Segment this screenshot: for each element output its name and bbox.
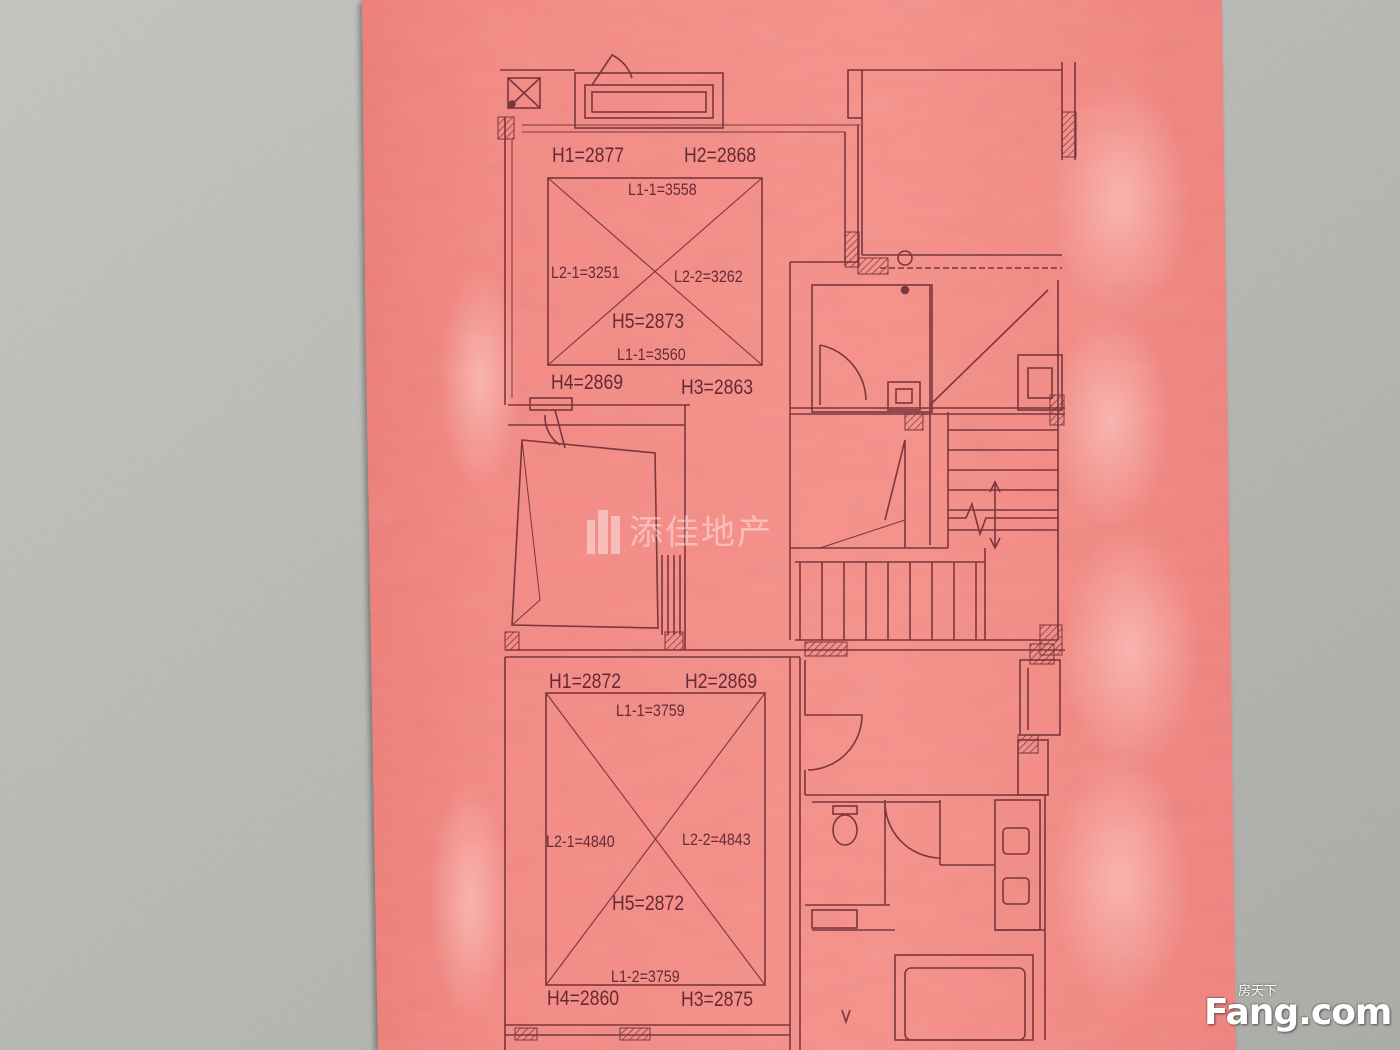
logo-english-text: Fang.com (1204, 992, 1392, 1033)
upper-room-h2-label: H2=2868 (684, 144, 757, 167)
shaft-box (1017, 354, 1063, 411)
upper-room-l1-bottom-label: L1-1=3560 (617, 345, 686, 364)
hatched-wall (1061, 111, 1077, 158)
hatched-wall (497, 116, 515, 140)
hatched-wall (1029, 643, 1055, 665)
hatched-wall-sections (497, 111, 1077, 1041)
ceiling-diagonal (545, 692, 766, 986)
door-swing-arc (884, 799, 941, 859)
upper-room-h5-label: H5=2873 (612, 310, 685, 333)
hatched-wall (664, 631, 684, 651)
hatched-wall (804, 641, 848, 657)
paper-bump (440, 270, 520, 490)
stair-arrow-head (989, 480, 1001, 493)
door-frame (529, 397, 573, 411)
hatched-wall (904, 411, 924, 431)
toilet-bowl (832, 814, 858, 846)
stair-hall (789, 261, 1065, 641)
paper-bump (1050, 80, 1190, 320)
closet-room (811, 284, 933, 413)
stair-arrow-head (989, 537, 1001, 550)
hatched-wall (514, 1027, 538, 1041)
paper-texture (362, 0, 1236, 1050)
balcony-inner-frame (584, 84, 714, 119)
drain-dot (900, 285, 910, 295)
upper-right-window (847, 69, 863, 119)
paper-bump (430, 780, 510, 1020)
hatched-wall (619, 1027, 651, 1041)
top-fixtures (500, 53, 724, 129)
stair-break-line (948, 501, 1058, 537)
fixture-box (507, 77, 541, 109)
bathtub-inner (904, 967, 1026, 1041)
ceiling-rect (545, 692, 766, 986)
hatched-wall (857, 257, 889, 275)
lower-room-l1-top-label: L1-1=3759 (616, 701, 685, 720)
window-sill (591, 91, 707, 113)
upper-room-l1-top-label: L1-1=3558 (628, 180, 697, 199)
logo-chinese-text: 房天下 (1238, 984, 1278, 999)
upper-room-h1-label: H1=2877 (552, 144, 625, 167)
stair-landing-diagonal (819, 519, 906, 549)
lower-room-l1-bottom-label: L1-2=3759 (611, 967, 680, 986)
stair-diagonal (929, 289, 1049, 406)
upper-room-l2-left-label: L2-1=3251 (551, 263, 620, 282)
hatched-wall (1049, 394, 1065, 426)
small-cabinet-inner (895, 388, 913, 404)
upper-room-ceiling-box (547, 177, 763, 366)
shaft-box-inner (1027, 367, 1053, 399)
door-swing-arc (804, 660, 863, 771)
lower-room-h3-label: H3=2875 (681, 988, 754, 1011)
left-middle-room (508, 397, 690, 650)
paper-bump (1060, 530, 1200, 770)
shower-niche (811, 909, 858, 929)
sink-basin (1002, 877, 1030, 905)
lower-room-h5-label: H5=2872 (612, 892, 685, 915)
paper-bump (1050, 310, 1170, 530)
door-swing-arc (591, 53, 633, 86)
ceiling-diagonal (547, 177, 763, 366)
lower-room-h2-label: H2=2869 (685, 670, 758, 693)
agency-watermark: 添佳地产 (585, 505, 773, 554)
door-swing-arc (819, 344, 867, 405)
lower-room-ceiling-box (545, 692, 766, 986)
sink-basin (1002, 827, 1030, 855)
toilet-tank (832, 805, 858, 815)
wardrobe-fold (511, 439, 541, 626)
stair-landing (884, 439, 906, 548)
lower-room-l2-right-label: L2-2=4843 (682, 830, 751, 849)
bathroom (805, 794, 1046, 1041)
floor-plan-drawing (497, 53, 1077, 1050)
lower-room-l2-left-label: L2-1=4840 (546, 832, 615, 851)
water-heater (897, 250, 913, 266)
upper-room-h4-label: H4=2869 (551, 371, 624, 394)
lower-room-h4-label: H4=2860 (547, 987, 620, 1010)
drain-dot (508, 100, 516, 108)
fang-logo: 房天下 Fang.com (1204, 980, 1392, 1036)
entry-arrow (841, 1009, 851, 1025)
hatched-wall (1017, 734, 1039, 754)
wardrobe-outline (511, 439, 659, 629)
ceiling-rect (547, 177, 763, 366)
upper-room-h3-label: H3=2863 (681, 376, 754, 399)
lower-room-h1-label: H1=2872 (549, 670, 622, 693)
paper-bump (1050, 750, 1190, 1010)
upper-room-l2-right-label: L2-2=3262 (674, 267, 743, 286)
small-cabinet (887, 381, 921, 411)
balcony-frame (574, 72, 724, 129)
hatched-wall (504, 631, 520, 651)
hatched-wall (844, 231, 860, 268)
building-icon (587, 509, 620, 554)
watermark-text: 添佳地产 (629, 513, 773, 553)
